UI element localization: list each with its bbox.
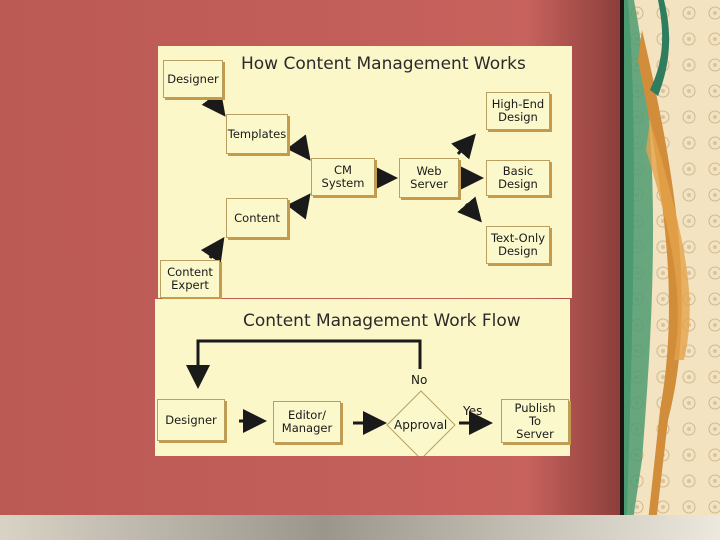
label-yes: Yes	[463, 404, 483, 418]
node-designer: Designer	[163, 60, 223, 98]
cm-work-flow-title: Content Management Work Flow	[243, 311, 521, 331]
arrow-templates-cmsystem	[286, 134, 311, 161]
arrow-content-cmsystem	[286, 193, 311, 220]
arrow-expert-content	[200, 237, 225, 264]
arrow-webserver-textonly	[457, 196, 482, 223]
node-cm-system: CM System	[311, 158, 375, 196]
node-templates: Templates	[226, 114, 288, 154]
flow-node-designer: Designer	[157, 399, 225, 441]
node-web-server: Web Server	[399, 158, 459, 198]
cm-work-flow-diagram: Content Management Work Flow No Yes Desi…	[155, 299, 570, 456]
decorative-side-panel	[620, 0, 720, 540]
how-cm-works-title: How Content Management Works	[241, 54, 526, 74]
node-text-only-design: Text-Only Design	[486, 226, 550, 264]
arrow-webserver-highend	[451, 133, 476, 160]
flow-node-approval: Approval	[394, 418, 448, 432]
arrow-no-loop	[186, 339, 422, 389]
node-high-end-design: High-End Design	[486, 92, 550, 130]
node-basic-design: Basic Design	[486, 160, 550, 196]
flow-node-publish-to-server: Publish To Server	[501, 399, 569, 443]
flow-node-editor-manager: Editor/ Manager	[273, 401, 341, 443]
approval-diamond	[386, 390, 456, 456]
arrow-designer-templates	[201, 90, 226, 117]
label-no: No	[411, 373, 428, 387]
cm-work-flow-arrows	[186, 339, 493, 456]
node-content: Content	[226, 198, 288, 238]
node-content-expert: Content Expert	[160, 260, 220, 298]
how-cm-works-diagram: How Content Management Works Designer Te…	[158, 46, 572, 298]
decorative-pattern	[624, 0, 720, 540]
how-cm-works-arrows	[200, 90, 484, 264]
bottom-bar	[0, 515, 720, 540]
